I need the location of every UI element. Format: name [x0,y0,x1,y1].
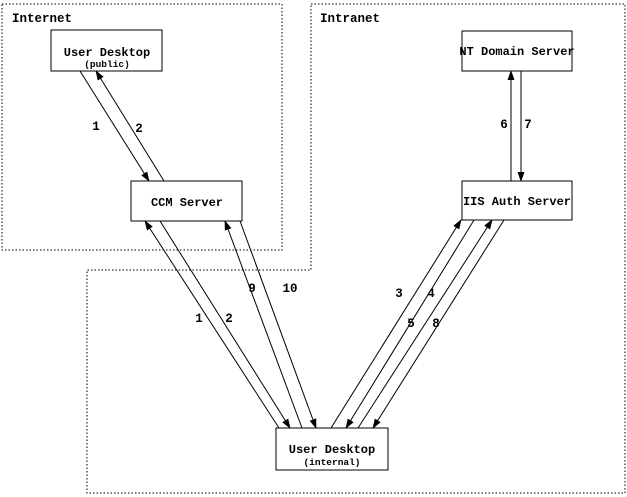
internet-zone-label: Internet [12,12,72,26]
ccm-server-box [130,180,243,222]
nt-domain-server-box [461,30,573,72]
message-label-7: 7 [524,118,532,132]
arrow-4-iis-to-internal-desktop [345,219,475,429]
user-desktop-public-box [50,29,163,72]
intranet-zone-border [86,3,626,494]
message-label-5: 5 [407,317,415,331]
iis-auth-server-box [461,180,573,221]
node-iis-auth-server: IIS Auth Server [461,180,573,221]
arrow-9-internal-desktop-to-ccm [224,220,303,429]
nt-domain-server-title: NT Domain Server [459,45,574,59]
message-label-6: 6 [500,118,508,132]
node-user-desktop-public: User Desktop (public) [50,29,163,72]
message-label-4: 4 [427,287,435,301]
node-user-desktop-internal: User Desktop (internal) [275,427,389,471]
intranet-zone-label: Intranet [320,12,380,26]
node-ccm-server: CCM Server [130,180,243,222]
node-nt-domain-server: NT Domain Server [459,30,575,72]
user-desktop-internal-subtitle: (internal) [303,457,360,468]
message-label-2-public: 2 [135,122,143,136]
arrow-8-iis-to-internal-desktop [372,219,505,429]
arrow-1-internal-desktop-to-ccm [144,220,280,429]
arrow-3-internal-desktop-to-iis [330,219,462,429]
arrow-5-internal-desktop-to-iis [357,219,493,429]
message-label-1-internal: 1 [195,312,203,326]
user-desktop-public-subtitle: (public) [84,59,130,70]
message-label-3: 3 [395,287,403,301]
message-label-8: 8 [432,317,440,331]
ccm-server-title: CCM Server [151,196,223,210]
user-desktop-public-title: User Desktop [64,46,150,60]
arrow-2-ccm-to-internal-desktop [159,220,291,429]
iis-auth-server-title: IIS Auth Server [463,195,571,209]
user-desktop-internal-title: User Desktop [289,443,375,457]
arrow-1-public-desktop-to-ccm [79,70,150,182]
arrow-2-ccm-to-public-desktop [95,70,165,182]
internet-zone-border [1,3,283,251]
message-label-1-public: 1 [92,120,100,134]
user-desktop-internal-box [275,427,389,471]
arrow-10-ccm-to-internal-desktop [239,220,317,429]
message-label-9: 9 [248,282,256,296]
message-label-10: 10 [282,282,297,296]
message-label-2-internal: 2 [225,312,233,326]
